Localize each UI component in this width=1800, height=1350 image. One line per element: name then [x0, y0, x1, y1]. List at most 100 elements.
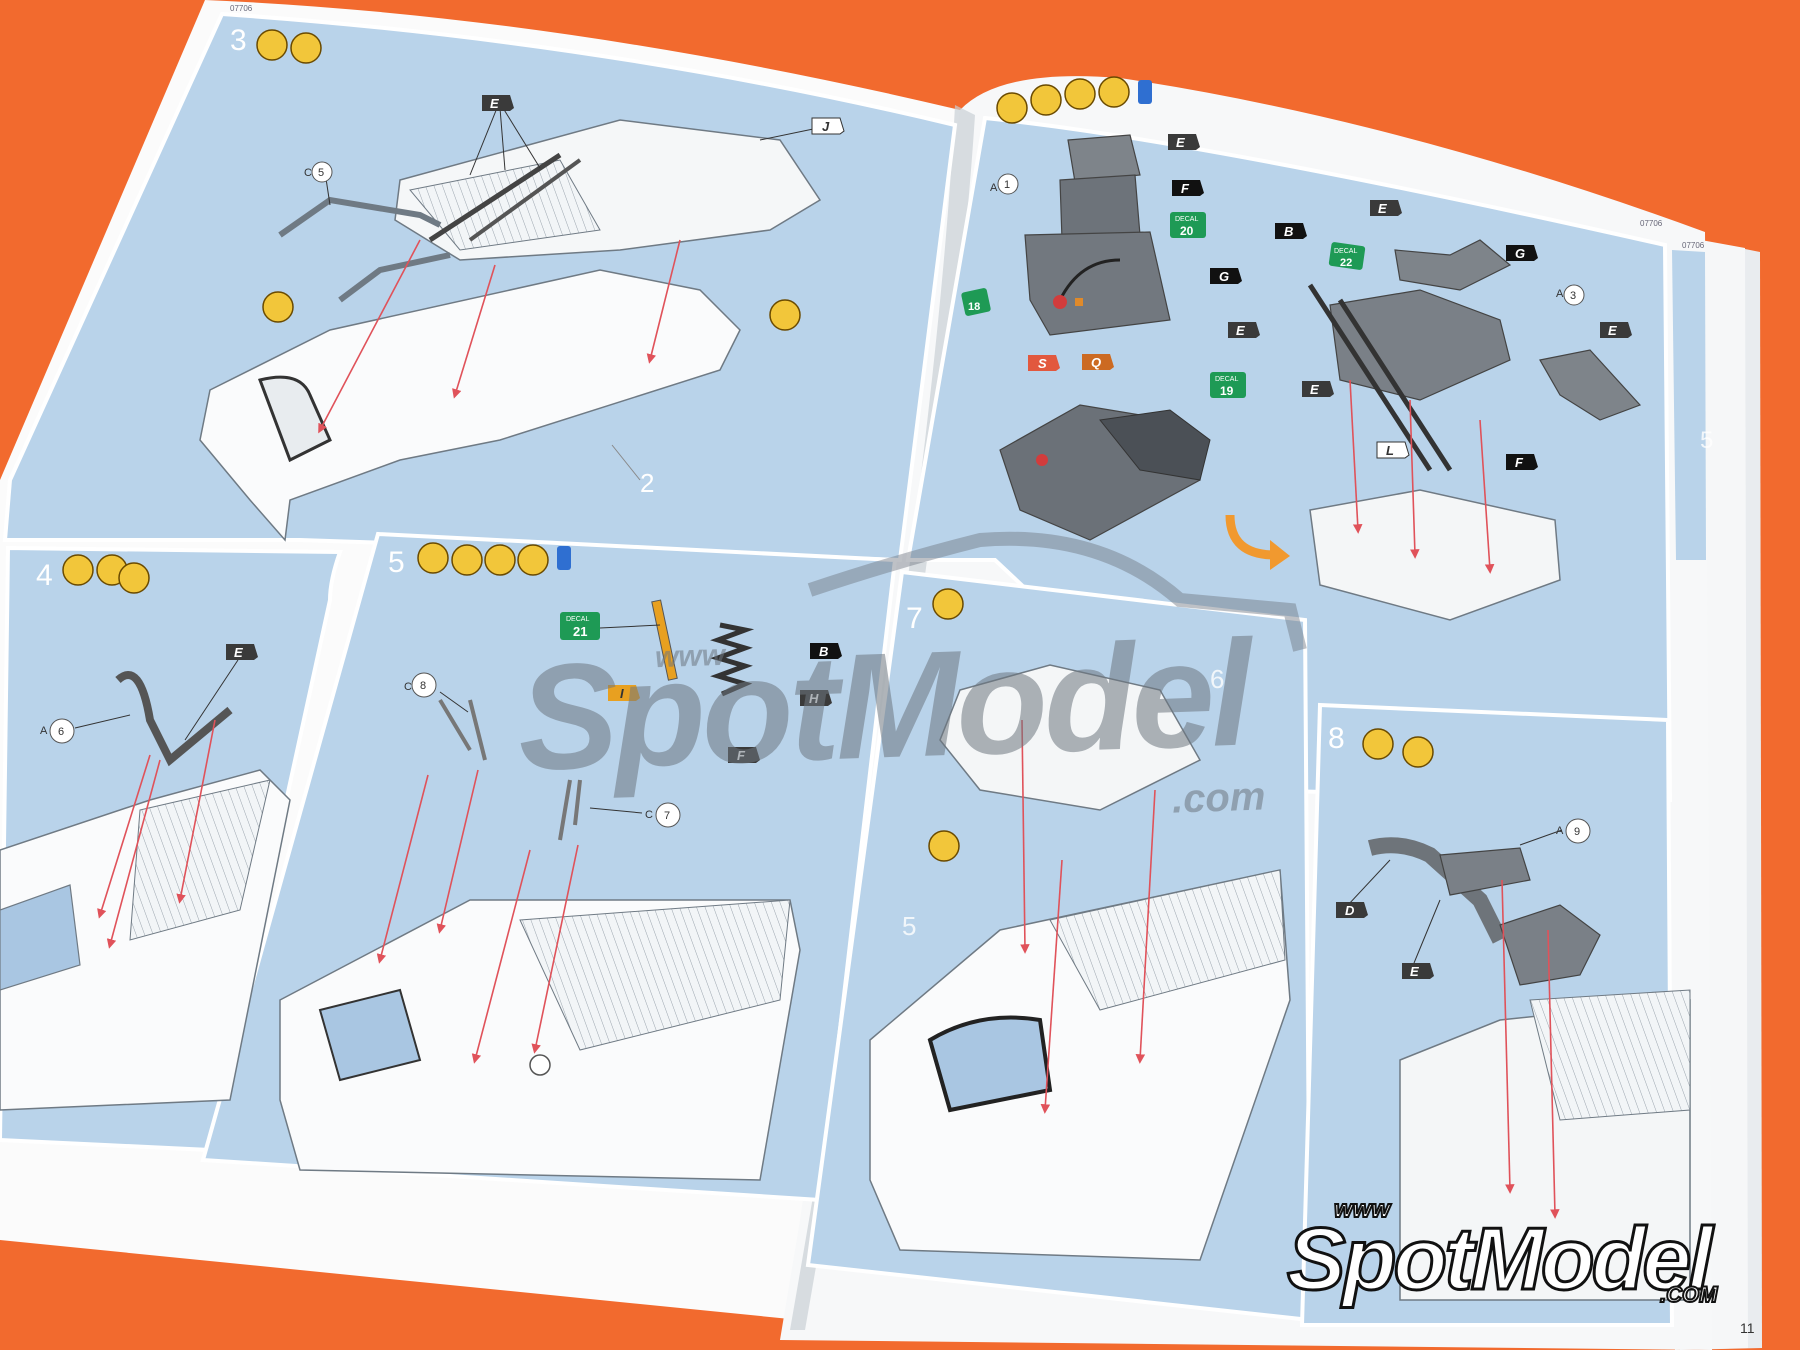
step-3-panel [2, 11, 958, 563]
sprue-flag-label: F [1181, 181, 1190, 196]
page-code: 07706 [1640, 219, 1663, 228]
page-code: 07706 [230, 4, 253, 13]
step-number: 8 [1328, 722, 1345, 755]
rotate-arrow [1225, 514, 1276, 560]
engine-block [939, 664, 1202, 811]
assembly-arrow [1040, 859, 1063, 1114]
assembly-arrow [452, 264, 496, 399]
shock-absorber-yellow [651, 599, 678, 681]
decal-badge [1328, 242, 1366, 270]
assembly-arrow [376, 774, 429, 964]
rear-chassis-part [1329, 289, 1511, 401]
leader-line [499, 107, 506, 171]
decal-badge-number: 19 [1220, 384, 1234, 398]
side-rod [278, 196, 451, 303]
shock-spring [710, 622, 755, 697]
sprue-flag-label: F [1515, 455, 1524, 470]
sprue-flag-label: H [809, 691, 819, 706]
step-number: 7 [906, 602, 923, 635]
sprue-flag-B [1275, 223, 1307, 239]
tool-icons-step-6 [996, 76, 1152, 124]
leader-line [759, 127, 819, 141]
watermark-car-outline [807, 531, 1307, 652]
assembly-arrow [471, 849, 531, 1064]
step-4-drawing [0, 659, 291, 1111]
console-hose [1058, 258, 1121, 301]
sprue-flag-label: E [1410, 964, 1419, 979]
cockpit-recess [0, 884, 81, 991]
leader-line [439, 691, 469, 713]
assembly-arrow [1501, 879, 1515, 1194]
part-ref-letter: A [1556, 825, 1564, 837]
part-ref-circle [997, 173, 1019, 195]
exhaust-muffler [1439, 847, 1531, 896]
leader-line [502, 107, 541, 169]
sprue-flag-label: E [1176, 135, 1185, 150]
part-ref-number: 6 [58, 726, 64, 738]
decal-icon [517, 544, 549, 576]
red-knob [1053, 295, 1067, 309]
mount-hole [529, 1054, 551, 1076]
part-ref-circle [49, 718, 75, 744]
sprue-flag-E [1228, 322, 1260, 338]
leader-line [599, 624, 661, 629]
step-number: 5 [388, 546, 405, 579]
console-body [1059, 174, 1141, 241]
cockpit-recess [927, 1015, 1053, 1113]
sprue-flag-label: L [1386, 443, 1394, 458]
part-ref-letter: A [40, 725, 48, 737]
decal-badge [1210, 372, 1246, 398]
paintbrush-icon [290, 32, 322, 64]
assembly-arrow [1547, 929, 1560, 1219]
rear-bracket [1394, 239, 1512, 291]
part-ref-number: 7 [664, 810, 670, 822]
paint-pot-icon [557, 546, 571, 570]
rear-chassis-rod [1307, 283, 1453, 472]
decal-badge-label: DECAL [1215, 376, 1238, 383]
console-top [1067, 134, 1141, 183]
part-ref-number: 8 [420, 680, 426, 692]
part-ref-number: 1 [1004, 179, 1010, 191]
exhaust-rod [468, 158, 582, 242]
sprue-flag-F [728, 747, 760, 763]
watermark-text: SpotModel [515, 608, 1252, 802]
part-ref-circle [311, 161, 333, 183]
watermark-com: .com [1171, 774, 1267, 822]
glue-icon [932, 588, 964, 620]
step-8-drawing [1347, 829, 1691, 1301]
sprue-flag-E [226, 644, 258, 660]
sprue-flag-label: D [1345, 903, 1355, 918]
glue-icon [417, 542, 449, 574]
paintbrush-icon [1030, 84, 1062, 116]
rear-frame-base [1309, 489, 1561, 621]
assembly-arrow [646, 239, 681, 364]
assembly-arrow [531, 844, 579, 1054]
decal-badge-number: 20 [1180, 224, 1194, 238]
tool-icons-step-3 [256, 29, 801, 331]
exhaust-rod [428, 152, 562, 243]
part-ref-number: 9 [1574, 826, 1580, 838]
rotate-arrow-head [1270, 540, 1290, 570]
leader-line [184, 659, 239, 741]
tool-icons-step-8 [1362, 728, 1434, 768]
leader-line [611, 444, 641, 481]
step-number-faint: 5 [902, 911, 916, 941]
leader-line [74, 714, 131, 729]
sprue-flag-Q [1082, 354, 1114, 370]
sprue-flag-L [1376, 441, 1410, 459]
sprue-flag-G [1506, 245, 1538, 261]
assembly-arrow [1135, 789, 1156, 1064]
part-ref-circle [1565, 818, 1591, 844]
decal-icon [1098, 76, 1130, 108]
assembly-arrow [1479, 419, 1495, 574]
assembly-arrow [318, 239, 421, 434]
decal-badge [560, 612, 600, 640]
console-assembled-side [1099, 409, 1211, 481]
sprue-flag-S [1028, 355, 1060, 371]
step-number-faint: 6 [1210, 664, 1224, 694]
part-ref-circle [655, 802, 681, 828]
step-number: 4 [36, 559, 53, 592]
sprue-flag-F [1172, 180, 1204, 196]
sprue-flag-label: S [1038, 356, 1047, 371]
